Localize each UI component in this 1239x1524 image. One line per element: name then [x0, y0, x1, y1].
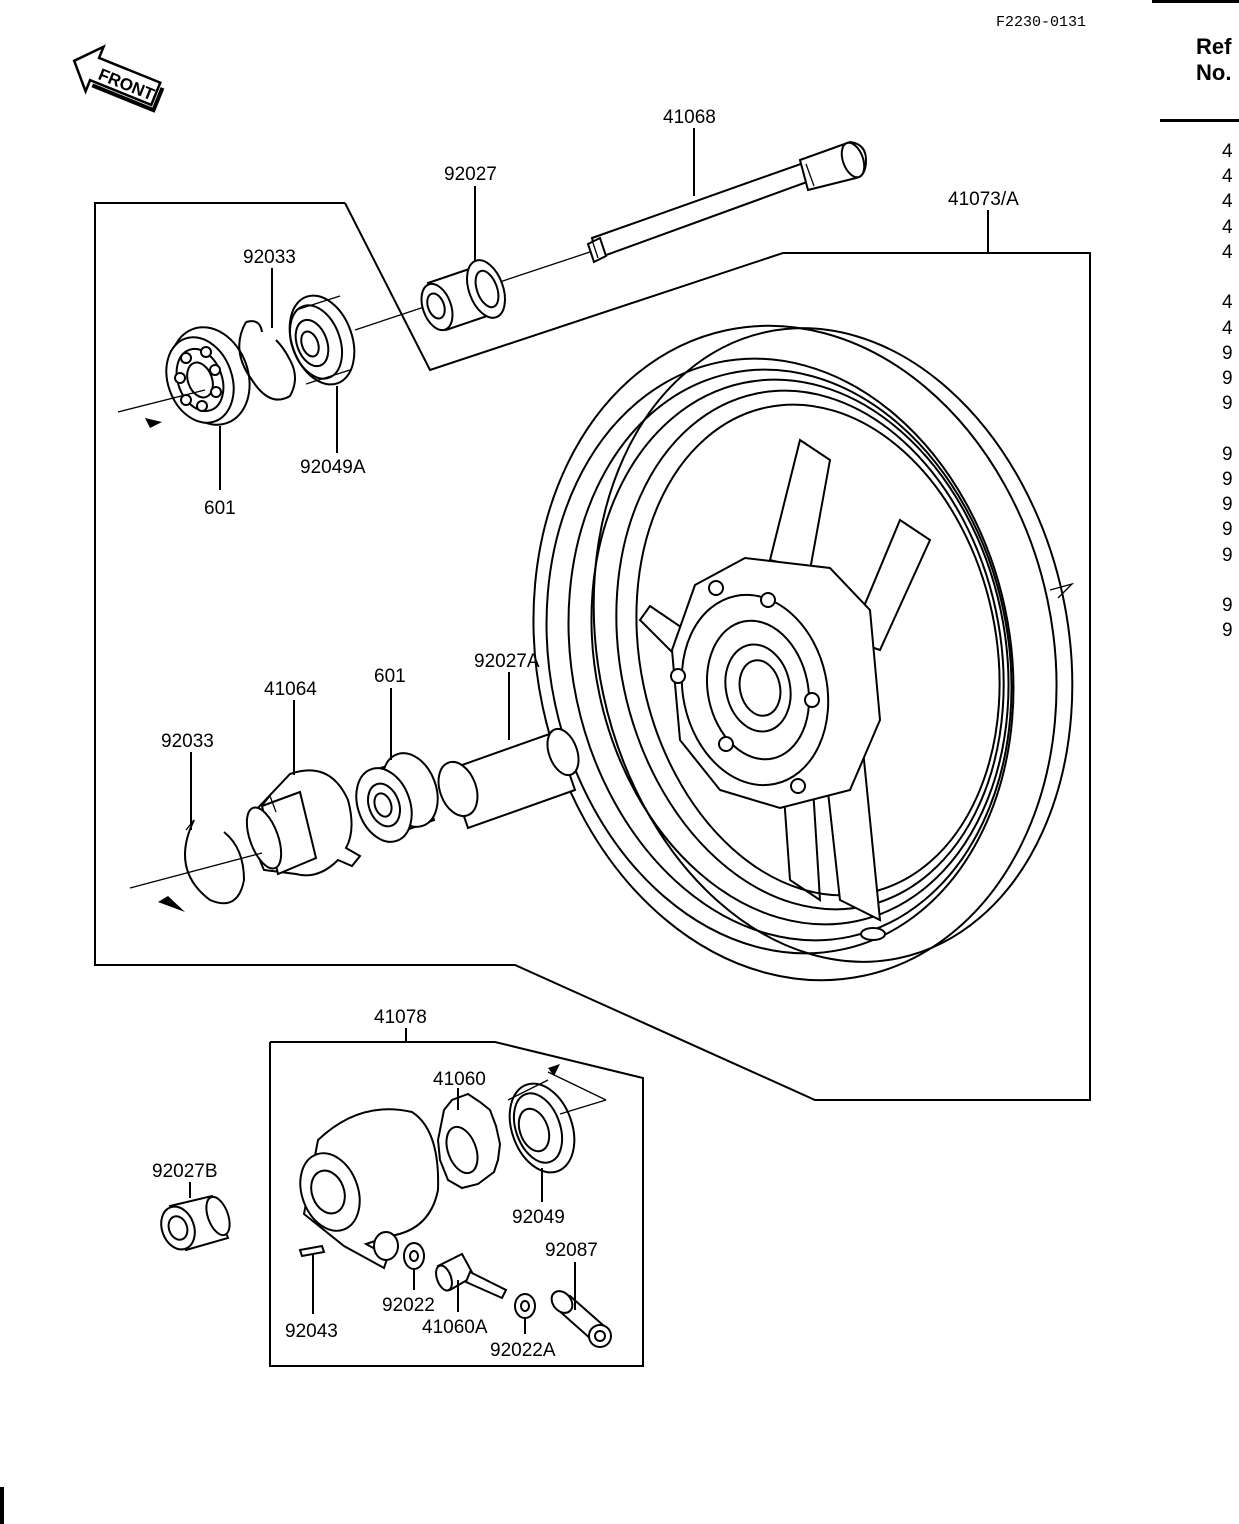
ref-no-item: 9 [1222, 595, 1233, 616]
label-41078: 41078 [374, 1007, 427, 1028]
direction-arrow-mid [129, 852, 263, 912]
label-92033-top: 92033 [243, 247, 296, 268]
bearing-601-top [165, 326, 251, 426]
oil-seal-92049A [288, 294, 356, 386]
label-92022A: 92022A [490, 1340, 556, 1361]
label-41060A: 41060A [422, 1317, 488, 1338]
label-92022: 92022 [382, 1295, 435, 1316]
ref-no-item: 9 [1222, 343, 1233, 364]
wheel-assembly-outline [94, 202, 1091, 1101]
collar-92027B [160, 1194, 231, 1252]
ref-no-item: 9 [1222, 368, 1233, 389]
axle-41068 [586, 140, 868, 264]
drawing-code: F2230-0131 [996, 14, 1087, 31]
gearbox-housing [299, 1108, 440, 1270]
ref-no-item: 4 [1222, 318, 1233, 339]
ref-no-item: 4 [1222, 217, 1233, 238]
label-92033-mid: 92033 [161, 731, 214, 752]
direction-arrow-gear [547, 1064, 607, 1115]
ref-no-item: 4 [1222, 166, 1233, 187]
front-arrow: FRONT [72, 44, 165, 113]
label-601-top: 601 [204, 498, 236, 519]
ref-no-item: 9 [1222, 393, 1233, 414]
collar-92027A [437, 727, 580, 830]
ref-column-rule [1160, 119, 1239, 122]
label-41068: 41068 [663, 107, 716, 128]
wheel-41073A [532, 324, 1075, 982]
ref-header-line-1: Ref [1196, 34, 1232, 59]
direction-arrow-top [117, 389, 206, 428]
hub-cover-41064 [245, 769, 362, 877]
collar-92027 [420, 259, 506, 332]
washer-92022A [514, 1293, 536, 1319]
label-41064: 41064 [264, 679, 317, 700]
pin-92043 [298, 1244, 326, 1258]
label-92027B: 92027B [152, 1161, 218, 1182]
gear-41060 [436, 1092, 502, 1190]
ref-no-item: 9 [1222, 620, 1233, 641]
ref-no-item: 9 [1222, 444, 1233, 465]
label-92087: 92087 [545, 1240, 598, 1261]
label-92027A: 92027A [474, 651, 540, 672]
bearing-601-mid [355, 752, 439, 843]
ref-no-item: 9 [1222, 469, 1233, 490]
label-601-mid: 601 [374, 666, 406, 687]
page-edge-mark [0, 1487, 4, 1524]
circlip-92033-top [238, 320, 296, 401]
ref-no-item: 9 [1222, 494, 1233, 515]
oil-seal-92049 [507, 1079, 576, 1174]
circlip-92033-mid [184, 819, 246, 905]
pinion-41060A [435, 1252, 508, 1300]
ref-no-item: 4 [1222, 242, 1233, 263]
label-41060: 41060 [433, 1069, 486, 1090]
ref-no-header: Ref No. [1196, 34, 1231, 86]
washer-92022 [403, 1242, 425, 1270]
ref-no-item: 4 [1222, 141, 1233, 162]
label-92049: 92049 [512, 1207, 565, 1228]
ref-no-item: 4 [1222, 191, 1233, 212]
gearbox-assembly-outline [269, 1041, 644, 1367]
label-41073A: 41073/A [948, 189, 1019, 210]
label-92027: 92027 [444, 164, 497, 185]
ref-no-item: 9 [1222, 519, 1233, 540]
ref-header-line-2: No. [1196, 60, 1232, 85]
label-92049A: 92049A [300, 457, 366, 478]
label-92043: 92043 [285, 1321, 338, 1342]
bushing-92087 [550, 1290, 612, 1348]
ref-column-top-rule [1152, 0, 1239, 3]
ref-no-item: 4 [1222, 292, 1233, 313]
ref-no-item: 9 [1222, 545, 1233, 566]
